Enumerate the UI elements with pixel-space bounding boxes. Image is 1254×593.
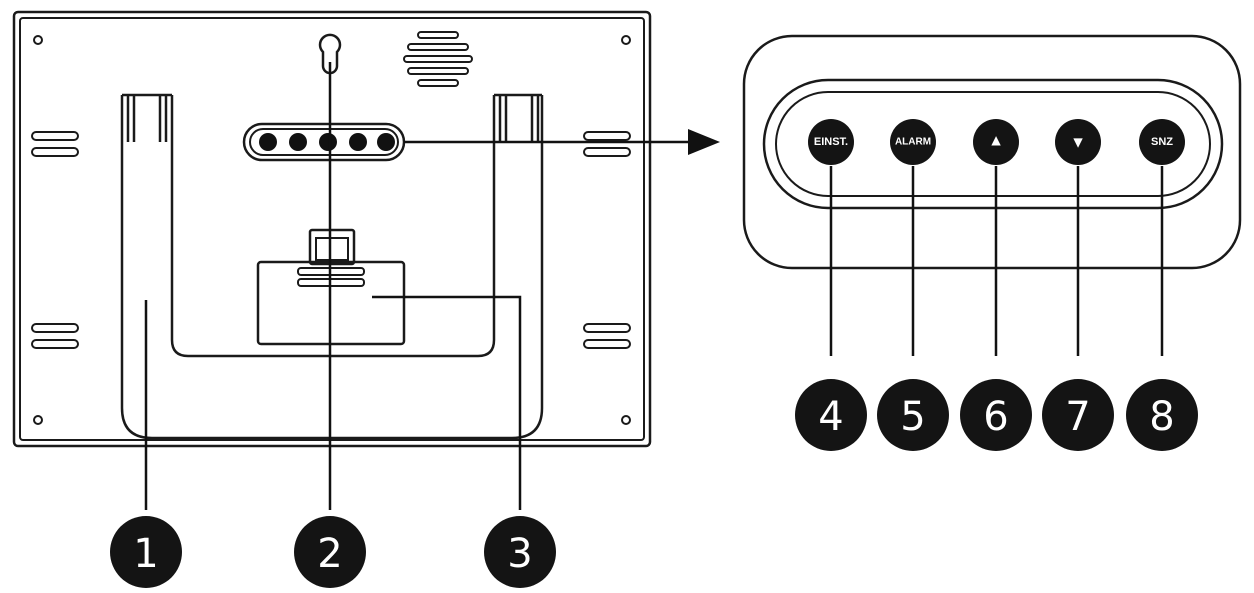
button-leader-lines	[829, 166, 1164, 356]
callout-5: 5	[877, 379, 949, 451]
callout-3: 3	[484, 516, 556, 588]
wall-mount-hole	[318, 33, 342, 75]
svg-text:1: 1	[133, 531, 158, 577]
speaker-grille	[403, 31, 473, 87]
callout-2: 2	[294, 516, 366, 588]
svg-text:3: 3	[507, 531, 532, 577]
svg-text:▲: ▲	[988, 133, 1004, 150]
svg-text:5: 5	[900, 394, 925, 440]
down-button: ▼	[1055, 119, 1101, 165]
svg-text:2: 2	[317, 531, 342, 577]
svg-text:SNZ: SNZ	[1151, 136, 1173, 148]
svg-text:6: 6	[983, 394, 1008, 440]
back-button-panel	[242, 122, 406, 162]
svg-text:4: 4	[818, 394, 843, 440]
up-button: ▲	[973, 119, 1019, 165]
callout-leader-lines	[144, 62, 522, 510]
svg-text:8: 8	[1149, 394, 1174, 440]
snz-button: SNZ	[1139, 119, 1185, 165]
stand	[120, 93, 544, 440]
einst-button: EINST.	[808, 119, 854, 165]
button-panel-zoom	[742, 34, 1242, 270]
alarm-button: ALARM	[890, 119, 936, 165]
svg-text:▼: ▼	[1070, 135, 1086, 152]
callout-6: 6	[960, 379, 1032, 451]
vent-slots	[31, 131, 631, 349]
callout-4: 4	[795, 379, 867, 451]
clock-back-housing	[12, 10, 652, 448]
callout-1: 1	[110, 516, 182, 588]
callout-8: 8	[1126, 379, 1198, 451]
svg-text:EINST.: EINST.	[814, 136, 848, 148]
callout-7: 7	[1042, 379, 1114, 451]
corner-screws	[33, 35, 631, 425]
svg-text:ALARM: ALARM	[895, 137, 931, 148]
zoom-arrow	[404, 129, 720, 155]
svg-text:7: 7	[1065, 394, 1090, 440]
